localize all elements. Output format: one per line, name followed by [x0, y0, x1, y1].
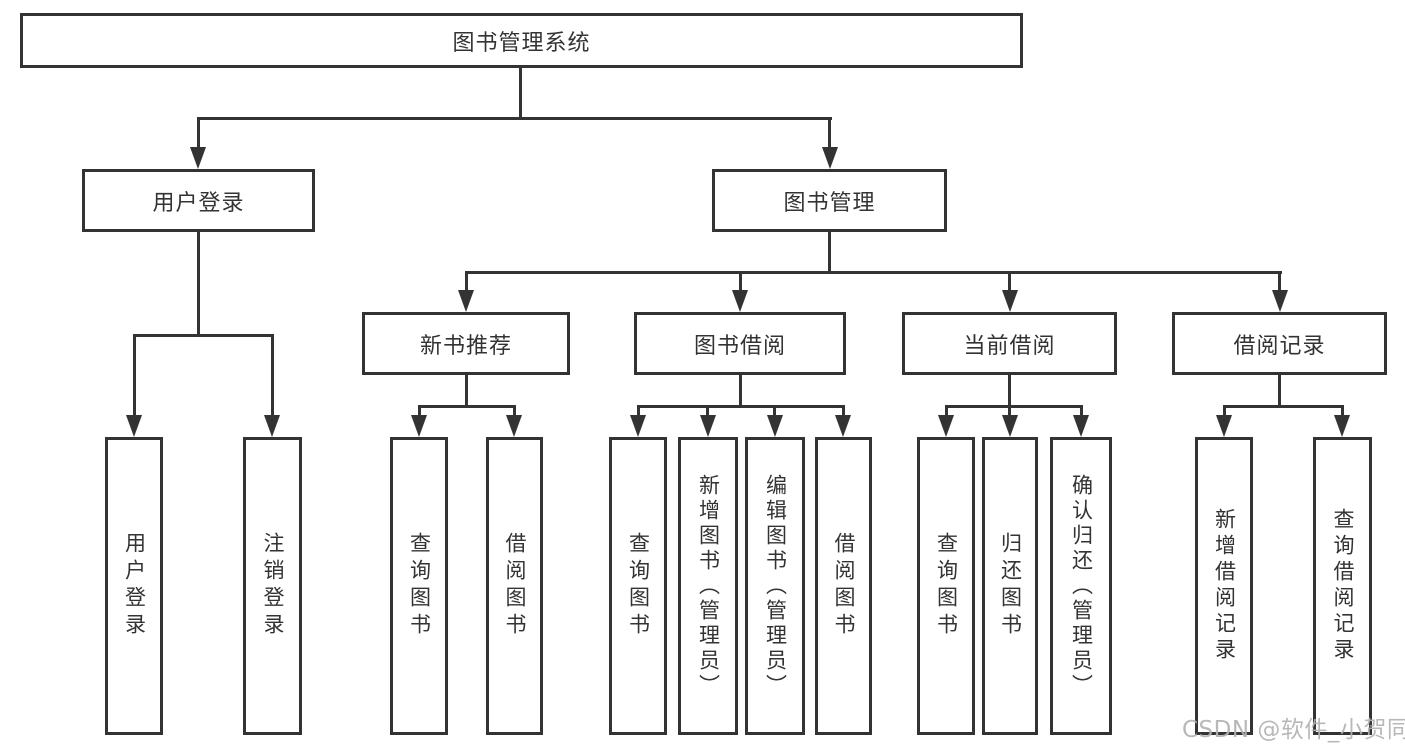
connector-line [465, 271, 1282, 274]
node-borrow-record: 借阅记录 [1172, 312, 1387, 375]
connector-line [945, 408, 948, 415]
node-label: 查询图书 [934, 532, 959, 640]
connector-line [706, 408, 709, 415]
connector-line [513, 408, 516, 415]
connector-line [739, 375, 742, 408]
arrow-down-icon [700, 415, 716, 437]
arrow-down-icon [630, 415, 646, 437]
connector-line [1278, 274, 1281, 290]
connector-line [773, 408, 776, 415]
connector-line [271, 337, 274, 415]
leaf-user-login: 用户登录 [105, 437, 163, 735]
arrow-down-icon [767, 415, 783, 437]
leaf-query-books-2: 查询图书 [609, 437, 667, 735]
connector-line [828, 120, 831, 148]
leaf-query-borrow-record: 查询借阅记录 [1313, 437, 1372, 735]
node-label: 查询图书 [626, 532, 651, 640]
leaf-borrow-books-2: 借阅图书 [815, 437, 872, 735]
connector-line [519, 68, 522, 120]
node-label: 用户登录 [152, 190, 245, 216]
arrow-down-icon [458, 290, 474, 312]
connector-line [1278, 375, 1281, 408]
connector-line [842, 408, 845, 415]
node-label: 图书管理 [783, 190, 876, 216]
arrow-down-icon [1002, 290, 1018, 312]
node-book-management: 图书管理 [712, 169, 947, 232]
arrow-down-icon [1073, 415, 1089, 437]
node-label: 确认归还（管理员） [1069, 473, 1094, 699]
node-label: 图书管理系统 [452, 30, 591, 56]
connector-line [739, 274, 742, 290]
node-label: 当前借阅 [963, 333, 1056, 359]
leaf-query-books-1: 查询图书 [390, 437, 448, 735]
leaf-add-borrow-record: 新增借阅记录 [1195, 437, 1253, 735]
node-label: 归还图书 [998, 532, 1023, 640]
node-label: 用户登录 [122, 532, 147, 640]
arrow-down-icon [835, 415, 851, 437]
connector-line [133, 334, 274, 337]
connector-line [1341, 408, 1344, 415]
node-label: 新增借阅记录 [1212, 508, 1237, 664]
node-label: 新书推荐 [419, 333, 512, 359]
node-label: 新增图书（管理员） [696, 473, 721, 699]
leaf-edit-book-admin: 编辑图书（管理员） [745, 437, 805, 735]
node-root: 图书管理系统 [20, 13, 1023, 68]
connector-line [418, 405, 516, 408]
leaf-logout: 注销登录 [243, 437, 302, 735]
connector-line [828, 232, 831, 274]
connector-line [197, 232, 200, 337]
connector-line [637, 405, 845, 408]
arrow-down-icon [506, 415, 522, 437]
node-label: 借阅记录 [1233, 333, 1326, 359]
leaf-return-book: 归还图书 [982, 437, 1038, 735]
node-label: 编辑图书（管理员） [763, 473, 788, 699]
arrow-down-icon [126, 415, 142, 437]
arrow-down-icon [938, 415, 954, 437]
arrow-down-icon [1216, 415, 1232, 437]
arrow-down-icon [732, 290, 748, 312]
node-user-login: 用户登录 [82, 169, 315, 232]
arrow-down-icon [264, 415, 280, 437]
connector-line [1223, 408, 1226, 415]
node-label: 图书借阅 [693, 333, 786, 359]
csdn-watermark: CSDN @软件_小贺同学 [1182, 717, 1405, 743]
connector-line [1008, 375, 1011, 408]
connector-line [418, 408, 421, 415]
node-label: 借阅图书 [832, 532, 856, 640]
connector-line [1008, 408, 1011, 415]
connector-line [1080, 408, 1083, 415]
node-book-borrow: 图书借阅 [634, 312, 846, 375]
leaf-confirm-return-admin: 确认归还（管理员） [1050, 437, 1112, 735]
arrow-down-icon [1272, 290, 1288, 312]
node-label: 查询借阅记录 [1331, 508, 1355, 664]
arrow-down-icon [1334, 415, 1350, 437]
connector-line [197, 117, 832, 120]
connector-line [465, 375, 468, 408]
leaf-add-book-admin: 新增图书（管理员） [678, 437, 738, 735]
node-label: 注销登录 [261, 532, 285, 640]
connector-line [1223, 405, 1344, 408]
connector-line [1008, 274, 1011, 290]
leaf-borrow-books-1: 借阅图书 [486, 437, 543, 735]
arrow-down-icon [190, 147, 206, 169]
node-label: 借阅图书 [503, 532, 527, 640]
arrow-down-icon [1002, 415, 1018, 437]
leaf-query-books-3: 查询图书 [917, 437, 975, 735]
node-current-borrow: 当前借阅 [902, 312, 1117, 375]
connector-line [637, 408, 640, 415]
arrow-down-icon [822, 147, 838, 169]
node-new-book-recommend: 新书推荐 [362, 312, 570, 375]
node-label: 查询图书 [407, 532, 432, 640]
arrow-down-icon [411, 415, 427, 437]
connector-line [133, 337, 136, 415]
connector-line [197, 120, 200, 148]
connector-line [945, 405, 1083, 408]
connector-line [465, 274, 468, 290]
